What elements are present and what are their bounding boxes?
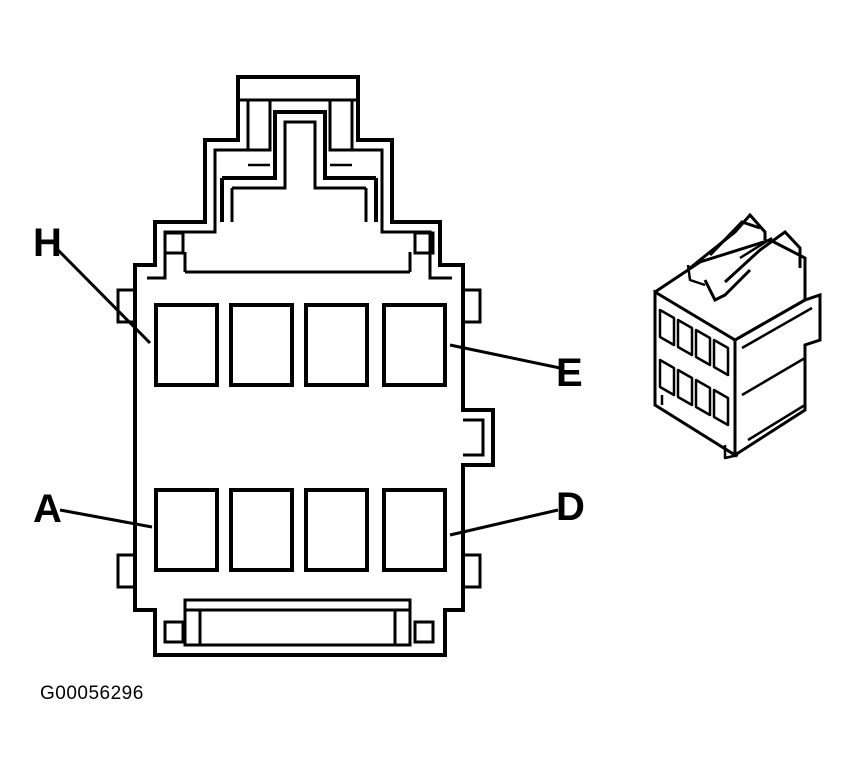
pin-label-h: H	[33, 221, 62, 265]
leader-line-a	[59, 508, 153, 529]
connector-face-view: H E A D	[33, 75, 585, 657]
figure-id-caption: G00056296	[40, 683, 144, 704]
corner-tab-top-left	[163, 231, 185, 255]
keying-slot	[463, 418, 485, 457]
cavity-d	[382, 488, 447, 572]
cavity-a	[154, 488, 219, 572]
corner-tab-top-right	[413, 231, 435, 255]
leader-line-h	[56, 248, 152, 345]
pin-label-e: E	[556, 351, 583, 395]
cavity-g	[229, 303, 294, 387]
bottom-rail	[163, 598, 435, 647]
side-peg-right-upper	[461, 288, 482, 324]
cavity-f	[304, 303, 369, 387]
cavity-b	[229, 488, 294, 572]
leader-line-d	[449, 508, 559, 537]
side-peg-right-lower	[461, 553, 482, 589]
leader-line-e	[449, 343, 561, 370]
cavity-row-upper	[154, 303, 447, 387]
side-peg-left-lower	[116, 553, 137, 589]
cavity-c	[304, 488, 369, 572]
side-peg-left-upper	[116, 288, 137, 324]
cavity-e	[382, 303, 447, 387]
cavity-h	[154, 303, 219, 387]
cavity-row-lower	[154, 488, 447, 572]
latch-housing	[220, 98, 378, 222]
pin-label-a: A	[33, 487, 62, 531]
pin-label-d: D	[556, 485, 585, 529]
connector-inner-outline	[147, 148, 452, 280]
connector-isometric-view	[653, 212, 822, 460]
connector-body-outline	[133, 75, 495, 657]
